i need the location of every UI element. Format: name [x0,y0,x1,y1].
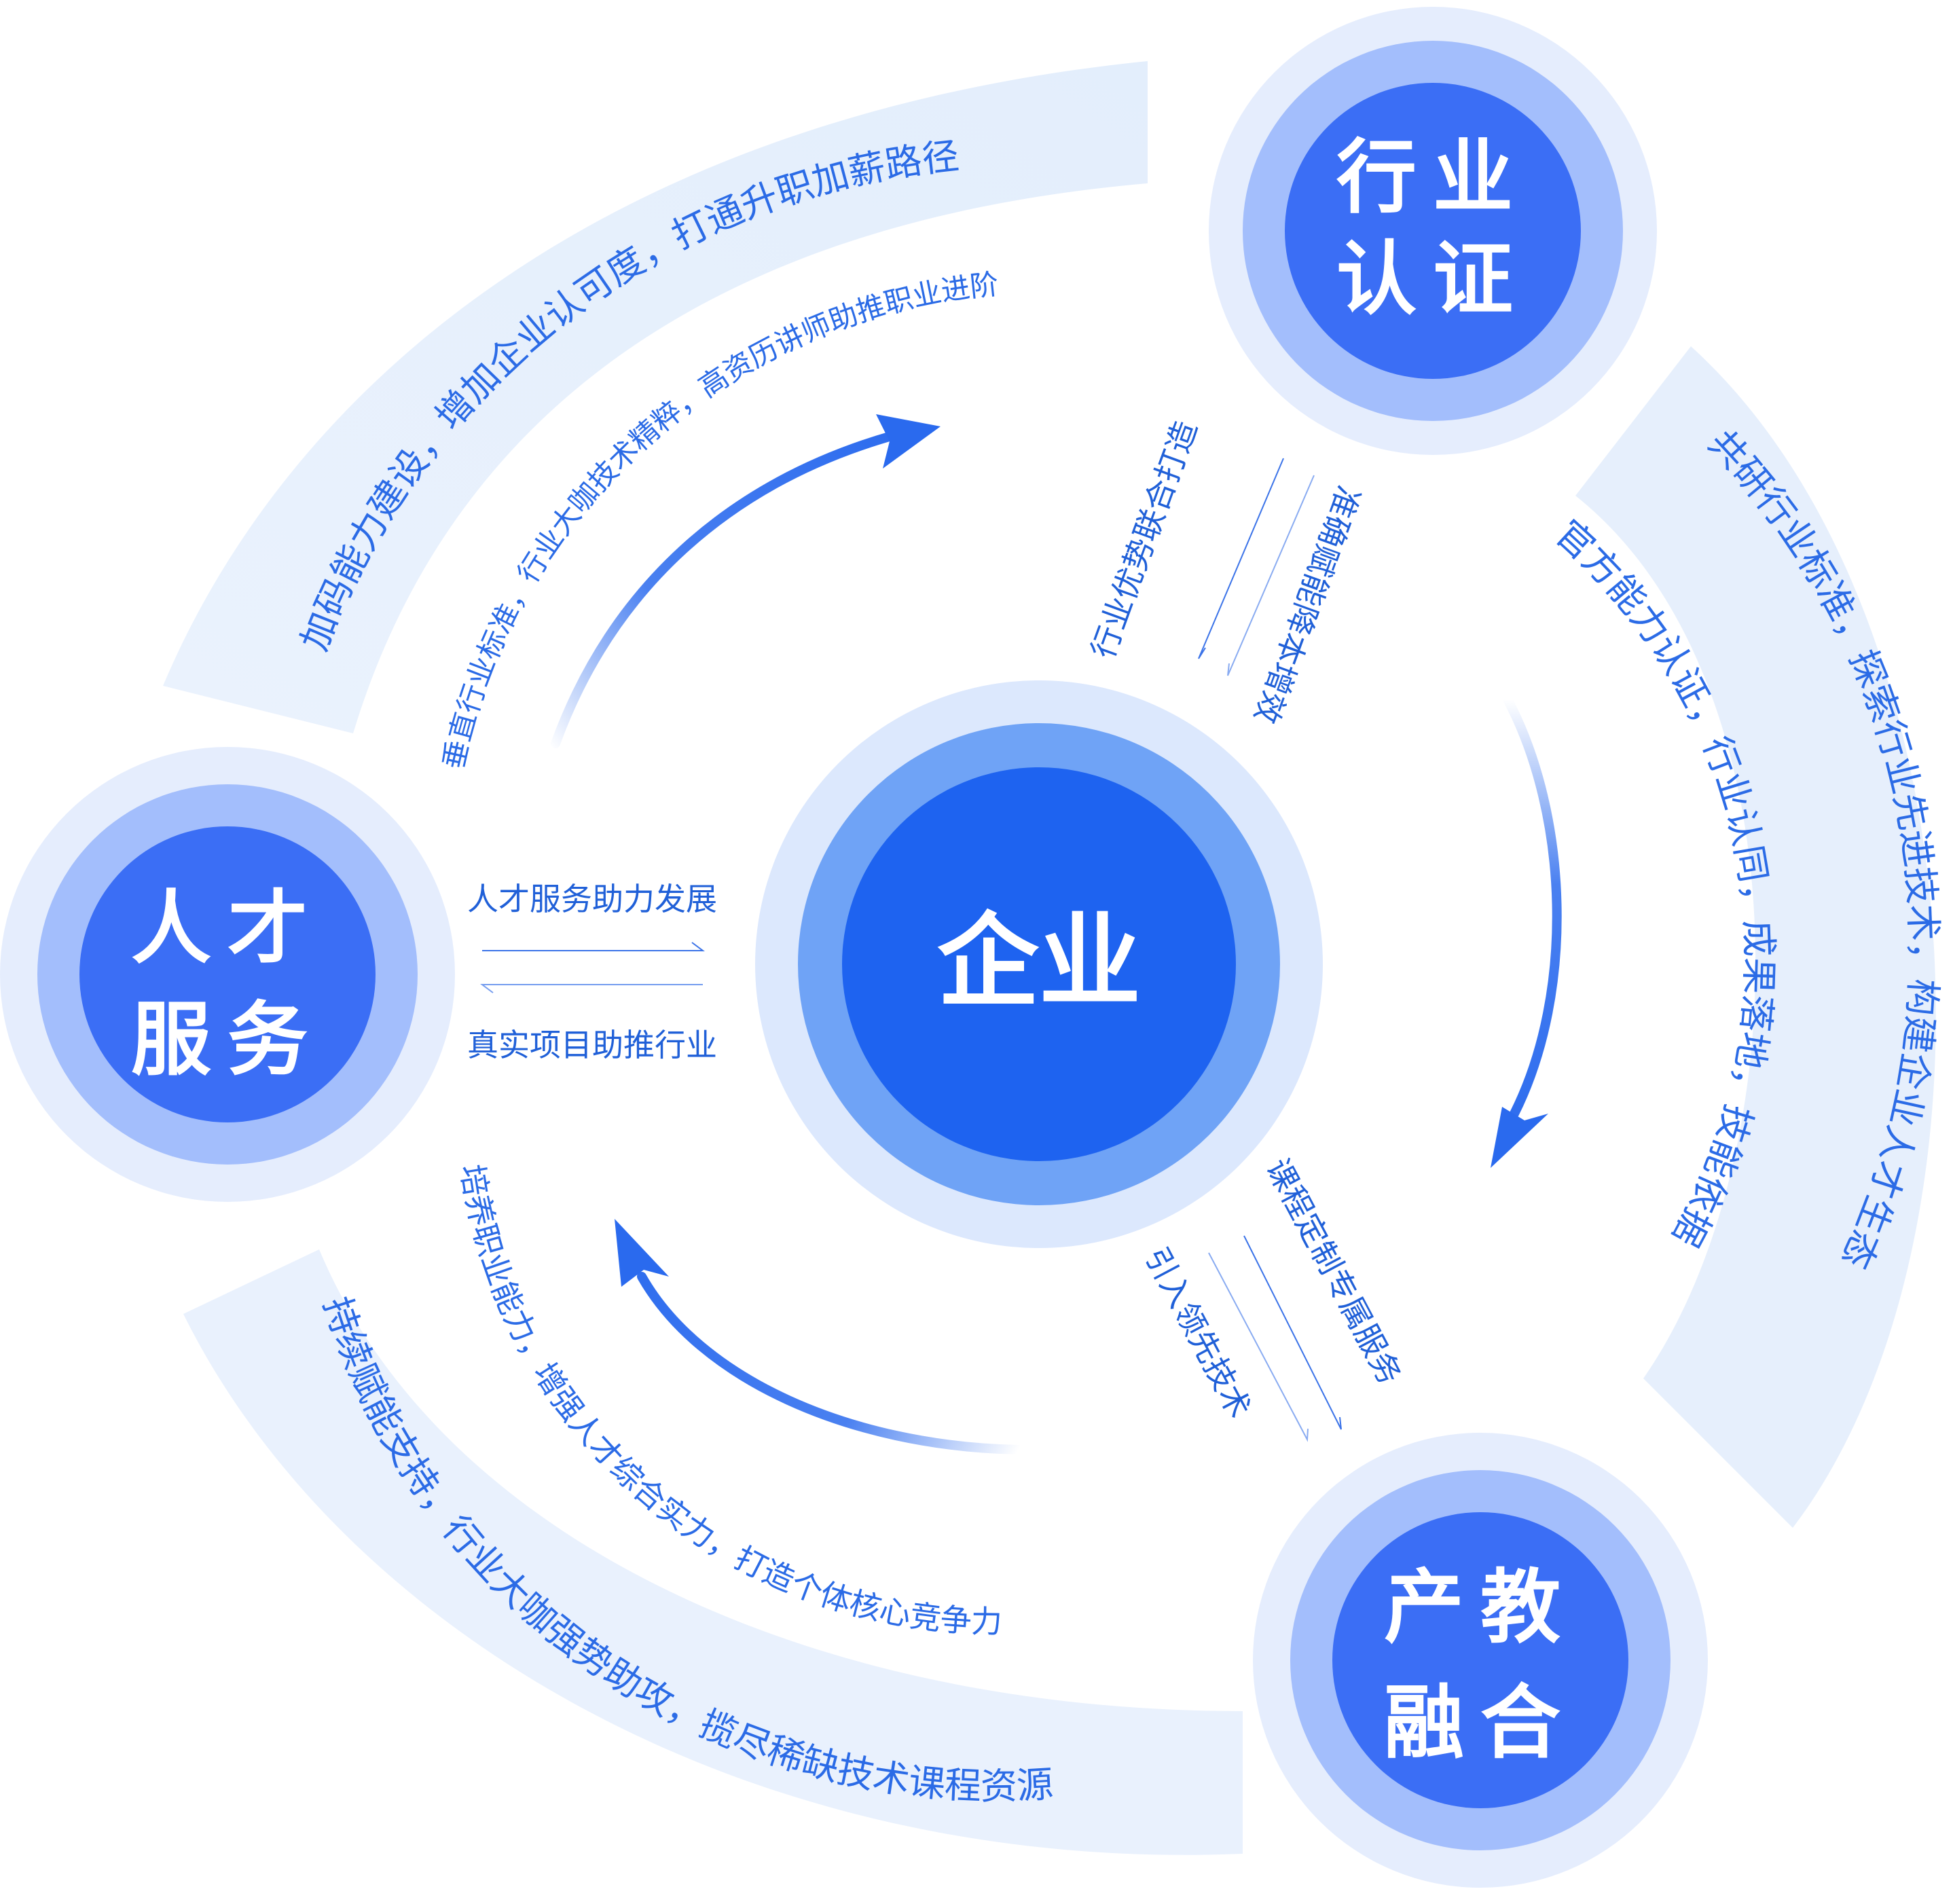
industry-line-a [1243,1235,1342,1430]
industry-core [1332,1512,1628,1808]
talent-core [79,826,376,1122]
cert-line-b [1227,475,1315,676]
center-core [842,767,1236,1161]
link-label-industry-right: 课程定制专属服务 [1259,1152,1408,1390]
band-bottom [183,1249,1243,1855]
band-top-left [163,61,1148,733]
link-label-cert-right: 准确赋能降本增效 [1247,481,1368,728]
talent-label-line1: 人才 [131,881,324,975]
link-lines [480,458,1342,1442]
arrow-cert-to-industry [1503,695,1562,1118]
industry-label-line1: 产教 [1384,1560,1577,1654]
talent-label-line2: 服务 [131,993,324,1086]
arrow-head-industry-to-talent [615,1219,669,1287]
arrow-industry-to-talent [637,1272,1023,1454]
talent-to-center-line [482,942,705,951]
cert-line-a [1198,458,1284,659]
arrow-talent-to-cert [551,430,901,748]
arrow-head-talent-to-cert [876,414,941,469]
certification-label-line2: 认证 [1336,232,1529,326]
center-to-talent-line [480,984,703,993]
industry-line-b [1208,1252,1309,1442]
link-label-cert-left: 行业优势联合打造 [1084,416,1205,663]
band-right [1575,346,1936,1528]
cycle-arrows [551,414,1562,1454]
certification-core [1285,83,1581,379]
industry-label-line2: 融合 [1384,1676,1577,1770]
center-label: 企业 [937,902,1141,1021]
link-label-talent-lower: 真实项目助推行业 [467,1027,717,1063]
arrow-head-cert-to-industry [1491,1107,1548,1168]
center-node: 企业 [755,680,1323,1248]
certification-node: 行业 认证 [1209,7,1657,455]
talent-node: 人才 服务 [0,747,455,1202]
link-label-talent-upper: 人才服务助力发展 [467,881,717,917]
link-label-industry-left: 引入领先技术 [1138,1241,1258,1424]
certification-label-line1: 行业 [1336,130,1529,224]
industry-node: 产教 融合 [1253,1433,1708,1888]
